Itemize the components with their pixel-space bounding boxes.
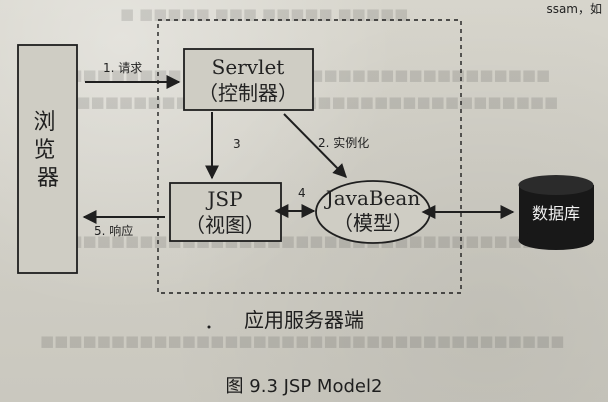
step-4-label: 4 [298,186,306,200]
instantiate-arrow [283,113,347,178]
browser-label-char-1: 浏 [33,110,55,135]
browser-label: 浏 览 器 [33,110,62,191]
top-right-text-fragment: ssam，如 [546,2,602,16]
servlet-subtitle: （控制器） [198,81,298,105]
ink-dot [207,325,211,329]
jsp-subtitle: （视图） [185,213,265,237]
step-3-label: 3 [233,137,241,151]
response-label: 5. 响应 [94,223,133,238]
servlet-title: Servlet [212,55,285,79]
application-server-label: 应用服务器端 [244,308,364,332]
database-icon [518,175,594,250]
javabean-subtitle: （模型） [333,211,413,235]
browser-box [17,44,78,274]
browser-label-char-2: 览 [33,138,55,163]
jsp-box [169,182,282,242]
database-label: 数据库 [532,204,580,223]
browser-label-char-3: 器 [37,166,59,191]
figure-caption: 图 9.3 JSP Model2 [225,376,383,397]
request-label: 1. 请求 [103,61,142,75]
javabean-title: JavaBean [324,186,421,210]
jsp-title: JSP [205,187,242,211]
servlet-box [183,48,314,111]
instantiate-label: 2. 实例化 [318,135,369,150]
